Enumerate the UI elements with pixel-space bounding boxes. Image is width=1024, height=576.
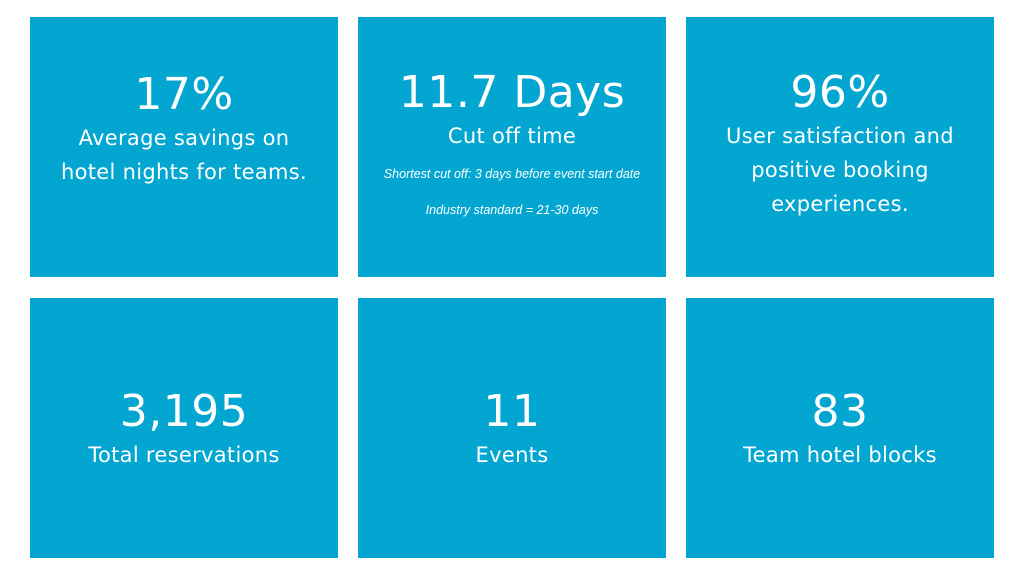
stat-tile-satisfaction: 96% User satisfaction and positive booki… <box>686 17 994 277</box>
stat-tile-hotel-blocks: 83 Team hotel blocks <box>686 298 994 558</box>
stat-description-line: hotel nights for teams. <box>60 160 307 184</box>
stat-tile-savings: 17% Average savings on hotel nights for … <box>30 17 338 277</box>
stat-description-line: User satisfaction and <box>726 124 954 148</box>
stat-description: Cut off time <box>448 119 576 153</box>
stat-value: 96% <box>790 67 890 118</box>
stat-value: 11 <box>483 386 541 437</box>
stat-description-line: positive booking <box>751 158 929 182</box>
stat-value: 83 <box>811 386 869 437</box>
stat-description: User satisfaction and positive booking e… <box>726 119 954 221</box>
stat-description-line: Average savings on <box>78 126 290 150</box>
stat-description-line: Team hotel blocks <box>743 443 937 467</box>
stat-tile-cutoff: 11.7 Days Cut off time Shortest cut off:… <box>358 17 666 277</box>
stat-value: 17% <box>134 69 234 120</box>
stat-description: Team hotel blocks <box>743 438 937 472</box>
stat-description-line: Cut off time <box>447 124 577 148</box>
stat-value: 3,195 <box>119 386 249 437</box>
stat-tile-reservations: 3,195 Total reservations <box>30 298 338 558</box>
stat-description-line: Total reservations <box>88 443 280 467</box>
stat-description: Average savings on hotel nights for team… <box>61 121 307 189</box>
stat-note: Industry standard = 21-30 days <box>425 203 599 217</box>
stat-description: Total reservations <box>88 438 279 472</box>
stat-value: 11.7 Days <box>398 67 626 118</box>
stat-note: Shortest cut off: 3 days before event st… <box>383 167 641 181</box>
stat-description-line: Events <box>475 443 549 467</box>
stat-tile-events: 11 Events <box>358 298 666 558</box>
stat-description: Events <box>476 438 549 472</box>
stat-description-line: experiences. <box>771 192 909 216</box>
